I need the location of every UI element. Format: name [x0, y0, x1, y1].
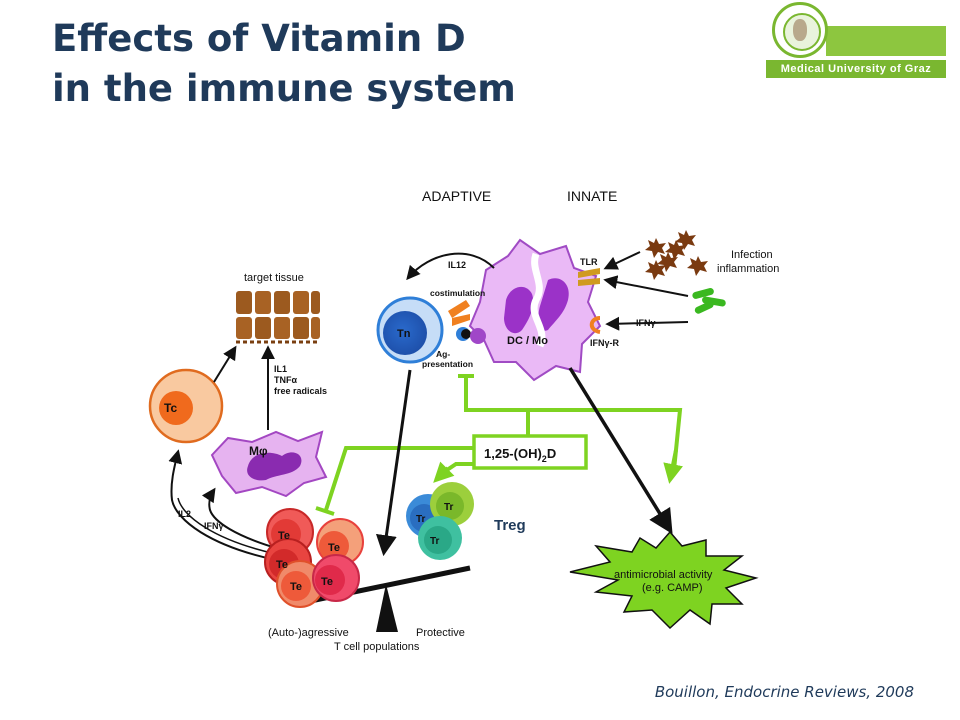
ifng-left-label: IFNγ — [204, 521, 224, 531]
arrow-te-to-tc-double — [177, 497, 277, 555]
tlr-label: TLR — [580, 257, 598, 267]
arrow-ifng — [605, 316, 689, 331]
university-logo: Medical University of Graz — [766, 2, 946, 78]
tc-cell — [148, 368, 224, 444]
arrow-bacteria-to-tlr — [603, 275, 689, 297]
tn-cell — [376, 296, 444, 364]
slide-title: Effects of Vitamin D in the immune syste… — [52, 14, 516, 114]
antimicrobial-burst — [569, 530, 759, 630]
logo-name-bar — [766, 60, 946, 78]
ag-label-1: Ag- — [436, 349, 450, 359]
vitamin-d-subscript: 2 — [542, 454, 547, 464]
macrophage-label: Mφ — [249, 444, 268, 458]
arrow-dc-to-antimicrobial — [568, 367, 673, 535]
arrow-vitd-to-treg — [433, 461, 455, 483]
pathogen-stars — [645, 230, 708, 280]
header-innate: INNATE — [567, 188, 617, 204]
te-label-2: Te — [278, 530, 290, 542]
tr-label-2: Tr — [444, 502, 454, 513]
tc-label: Tc — [164, 401, 177, 415]
dc-nucleus-left — [504, 286, 534, 334]
citation: Bouillon, Endocrine Reviews, 2008 — [654, 683, 914, 701]
arrow-te-to-macrophage — [201, 487, 277, 549]
te-label-5: Te — [321, 576, 333, 588]
il1-label: IL1 — [274, 364, 287, 374]
title-line-2: in the immune system — [52, 67, 516, 110]
dc-split — [530, 252, 546, 348]
vitamin-d-prefix: 1,25-(OH) — [484, 446, 542, 461]
antimicrobial-label-1: antimicrobial activity — [614, 569, 713, 581]
university-seal-icon — [772, 2, 828, 58]
header-adaptive: ADAPTIVE — [422, 188, 491, 204]
logo-text: Medical University of Graz — [780, 63, 932, 75]
te-cells — [264, 508, 364, 608]
infection-label-2: inflammation — [717, 263, 779, 275]
arrow-pathogens-to-tlr — [603, 251, 641, 270]
receptor-complex — [448, 300, 486, 344]
tnfa-label: TNFα — [274, 375, 297, 385]
te-label-4: Te — [290, 581, 302, 593]
dc-mo-label: DC / Mo — [507, 335, 548, 347]
tlr-receptor — [578, 268, 600, 286]
tn-label: Tn — [397, 328, 411, 340]
tr-cells — [406, 482, 474, 560]
tr-label-3: Tr — [430, 536, 440, 547]
vitamin-d-box — [472, 434, 588, 470]
vitamin-d-suffix: D — [547, 446, 556, 461]
bacteria-icon — [692, 288, 726, 314]
il12-label: IL12 — [448, 260, 466, 270]
ifng-receptor — [589, 316, 601, 334]
title-line-1: Effects of Vitamin D — [52, 17, 466, 60]
ifng-r-label: IFNγ-R — [590, 338, 620, 348]
vitamin-d-label: 1,25-(OH)2D — [484, 446, 556, 464]
arrow-tc-to-tissue — [213, 345, 237, 383]
il2-label: IL2 — [178, 509, 191, 519]
arrow-il12 — [406, 252, 495, 281]
macrophage-nucleus — [247, 452, 302, 481]
arrow-tn-to-balance — [375, 369, 412, 557]
protective-label: Protective — [416, 627, 465, 639]
antimicrobial-label-2: (e.g. CAMP) — [642, 582, 703, 594]
logo-green-bar — [826, 26, 946, 56]
free-radicals-label: free radicals — [274, 386, 327, 396]
target-tissue-label: target tissue — [244, 272, 304, 284]
te-label-1: Te — [328, 542, 340, 554]
infection-label-1: Infection — [731, 249, 773, 261]
te-label-3: Te — [276, 559, 288, 571]
treg-label: Treg — [494, 517, 526, 534]
tr-label-1: Tr — [416, 514, 426, 525]
balance-fulcrum — [376, 584, 398, 632]
arrow-vitd-to-antimicrobial — [663, 449, 683, 484]
auto-aggressive-label: (Auto-)agressive — [268, 627, 349, 639]
arrow-te-to-tc — [168, 449, 277, 561]
costimulation-label: costimulation — [430, 288, 485, 298]
target-tissue-cells — [234, 290, 320, 344]
ag-label-2: presentation — [422, 359, 473, 369]
dc-nucleus-right — [538, 278, 569, 331]
t-cell-populations-label: T cell populations — [334, 641, 420, 653]
